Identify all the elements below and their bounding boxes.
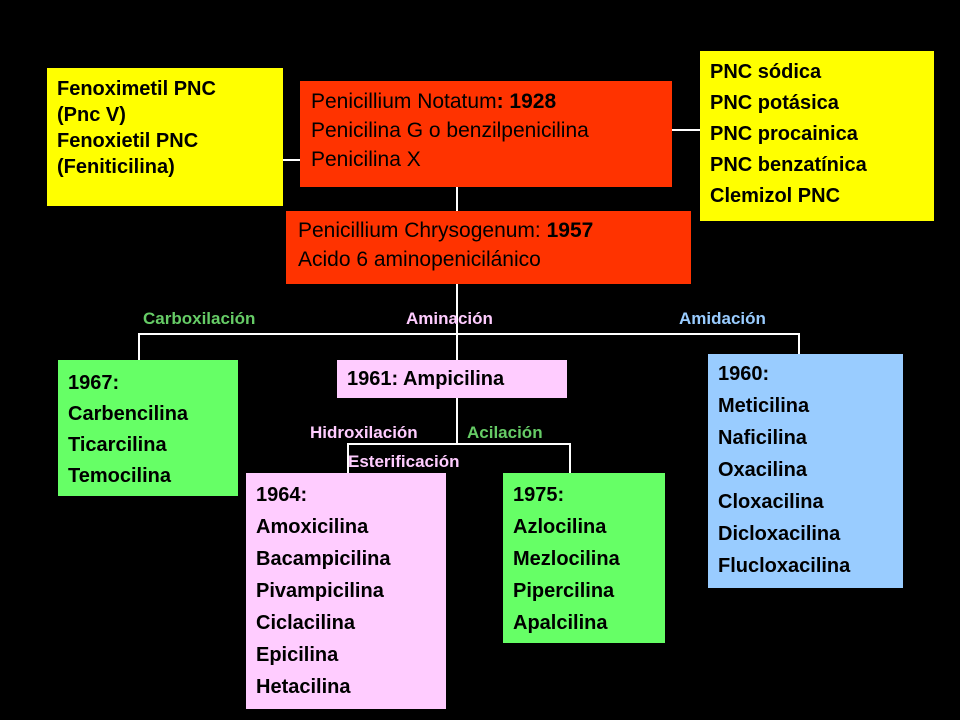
label-esterificacion: Esterificación bbox=[348, 452, 460, 471]
connector-drop-ampicilina bbox=[456, 333, 458, 360]
notatum-box: Penicillium Notatum: 1928 Penicilina G o… bbox=[300, 81, 672, 187]
pnc-salts-box: PNC sódica PNC potásica PNC procainica P… bbox=[700, 51, 934, 221]
connector-drop-carboxy bbox=[138, 333, 140, 360]
y1964-item: Hetacilina bbox=[256, 676, 351, 698]
carboxy-item: Temocilina bbox=[68, 465, 171, 487]
label-carboxilacion: Carboxilación bbox=[143, 309, 256, 328]
amida-item: Oxacilina bbox=[718, 459, 807, 481]
fenoximetil-box: Fenoximetil PNC (Pnc V) Fenoxietil PNC (… bbox=[47, 68, 283, 206]
y1975-item: Pipercilina bbox=[513, 580, 615, 602]
label-acilacion: Acilación bbox=[467, 423, 543, 442]
carboxy-item: Carbencilina bbox=[68, 403, 189, 425]
carboxy-year: 1967: bbox=[68, 372, 120, 394]
connector-notatum-salts bbox=[672, 129, 708, 131]
amida-item: Cloxacilina bbox=[718, 491, 824, 513]
amida-item: Flucloxacilina bbox=[718, 555, 851, 577]
pnc-salt-item: PNC potásica bbox=[710, 92, 839, 114]
amida-box: 1960: Meticilina Naficilina Oxacilina Cl… bbox=[708, 354, 903, 588]
notatum-name: Penicillium Notatum bbox=[311, 90, 497, 113]
connector-chrysogenum-trunk bbox=[456, 284, 458, 334]
pnc-salt-item: PNC sódica bbox=[710, 61, 822, 83]
chrysogenum-year: 1957 bbox=[546, 219, 594, 242]
y1975-item: Apalcilina bbox=[513, 612, 608, 634]
fenoximetil-line: Fenoximetil PNC bbox=[57, 78, 216, 100]
y1975-year: 1975: bbox=[513, 484, 565, 506]
y1964-item: Ciclacilina bbox=[256, 612, 355, 634]
y1964-item: Amoxicilina bbox=[256, 516, 369, 538]
chrysogenum-line2: Acido 6 aminopenicilánico bbox=[298, 248, 541, 271]
y1964-box: 1964: Amoxicilina Bacampicilina Pivampic… bbox=[246, 473, 446, 709]
notatum-line3: Penicilina X bbox=[311, 148, 421, 171]
connector-drop-1964 bbox=[347, 443, 349, 473]
pnc-salt-item: Clemizol PNC bbox=[710, 185, 841, 207]
connector-ampicilina-trunk bbox=[456, 398, 458, 444]
y1975-box: 1975: Azlocilina Mezlocilina Pipercilina… bbox=[503, 473, 665, 643]
carboxy-box: 1967: Carbencilina Ticarcilina Temocilin… bbox=[58, 360, 238, 496]
label-hidroxilacion: Hidroxilación bbox=[310, 423, 418, 442]
y1964-item: Bacampicilina bbox=[256, 548, 391, 570]
chrysogenum-line1: Penicillium Chrysogenum: 1957 bbox=[298, 216, 691, 245]
y1975-item: Azlocilina bbox=[513, 516, 607, 538]
connector-bottom-horizontal bbox=[347, 443, 571, 445]
y1964-item: Pivampicilina bbox=[256, 580, 384, 602]
notatum-line1: Penicillium Notatum: 1928 bbox=[311, 87, 672, 116]
label-aminacion: Aminación bbox=[406, 309, 493, 328]
label-amidacion: Amidación bbox=[679, 309, 766, 328]
amida-item: Naficilina bbox=[718, 427, 807, 449]
y1964-year: 1964: bbox=[256, 484, 308, 506]
chrysogenum-name: Penicillium Chrysogenum: bbox=[298, 219, 547, 242]
fenoximetil-line: (Pnc V) bbox=[57, 104, 126, 126]
pnc-salt-item: PNC benzatínica bbox=[710, 154, 867, 176]
ampicilina-label: 1961: Ampicilina bbox=[347, 368, 505, 390]
connector-top-horizontal bbox=[138, 333, 800, 335]
notatum-line2: Penicilina G o benzilpenicilina bbox=[311, 119, 589, 142]
fenoximetil-line: Fenoxietil PNC bbox=[57, 130, 199, 152]
fenoximetil-line: (Feniticilina) bbox=[57, 156, 175, 178]
pnc-salt-item: PNC procainica bbox=[710, 123, 858, 145]
connector-notatum-chrysogenum bbox=[456, 187, 458, 211]
amida-item: Meticilina bbox=[718, 395, 810, 417]
notatum-year: : 1928 bbox=[496, 90, 557, 113]
amida-item: Dicloxacilina bbox=[718, 523, 841, 545]
y1975-item: Mezlocilina bbox=[513, 548, 620, 570]
amida-year: 1960: bbox=[718, 363, 770, 385]
y1964-item: Epicilina bbox=[256, 644, 339, 666]
chrysogenum-box: Penicillium Chrysogenum: 1957 Acido 6 am… bbox=[286, 211, 691, 284]
carboxy-item: Ticarcilina bbox=[68, 434, 167, 456]
connector-drop-1975 bbox=[569, 443, 571, 473]
connector-fenoximetil-notatum bbox=[283, 159, 300, 161]
connector-drop-amida bbox=[798, 333, 800, 354]
ampicilina-box: 1961: Ampicilina bbox=[337, 360, 567, 398]
